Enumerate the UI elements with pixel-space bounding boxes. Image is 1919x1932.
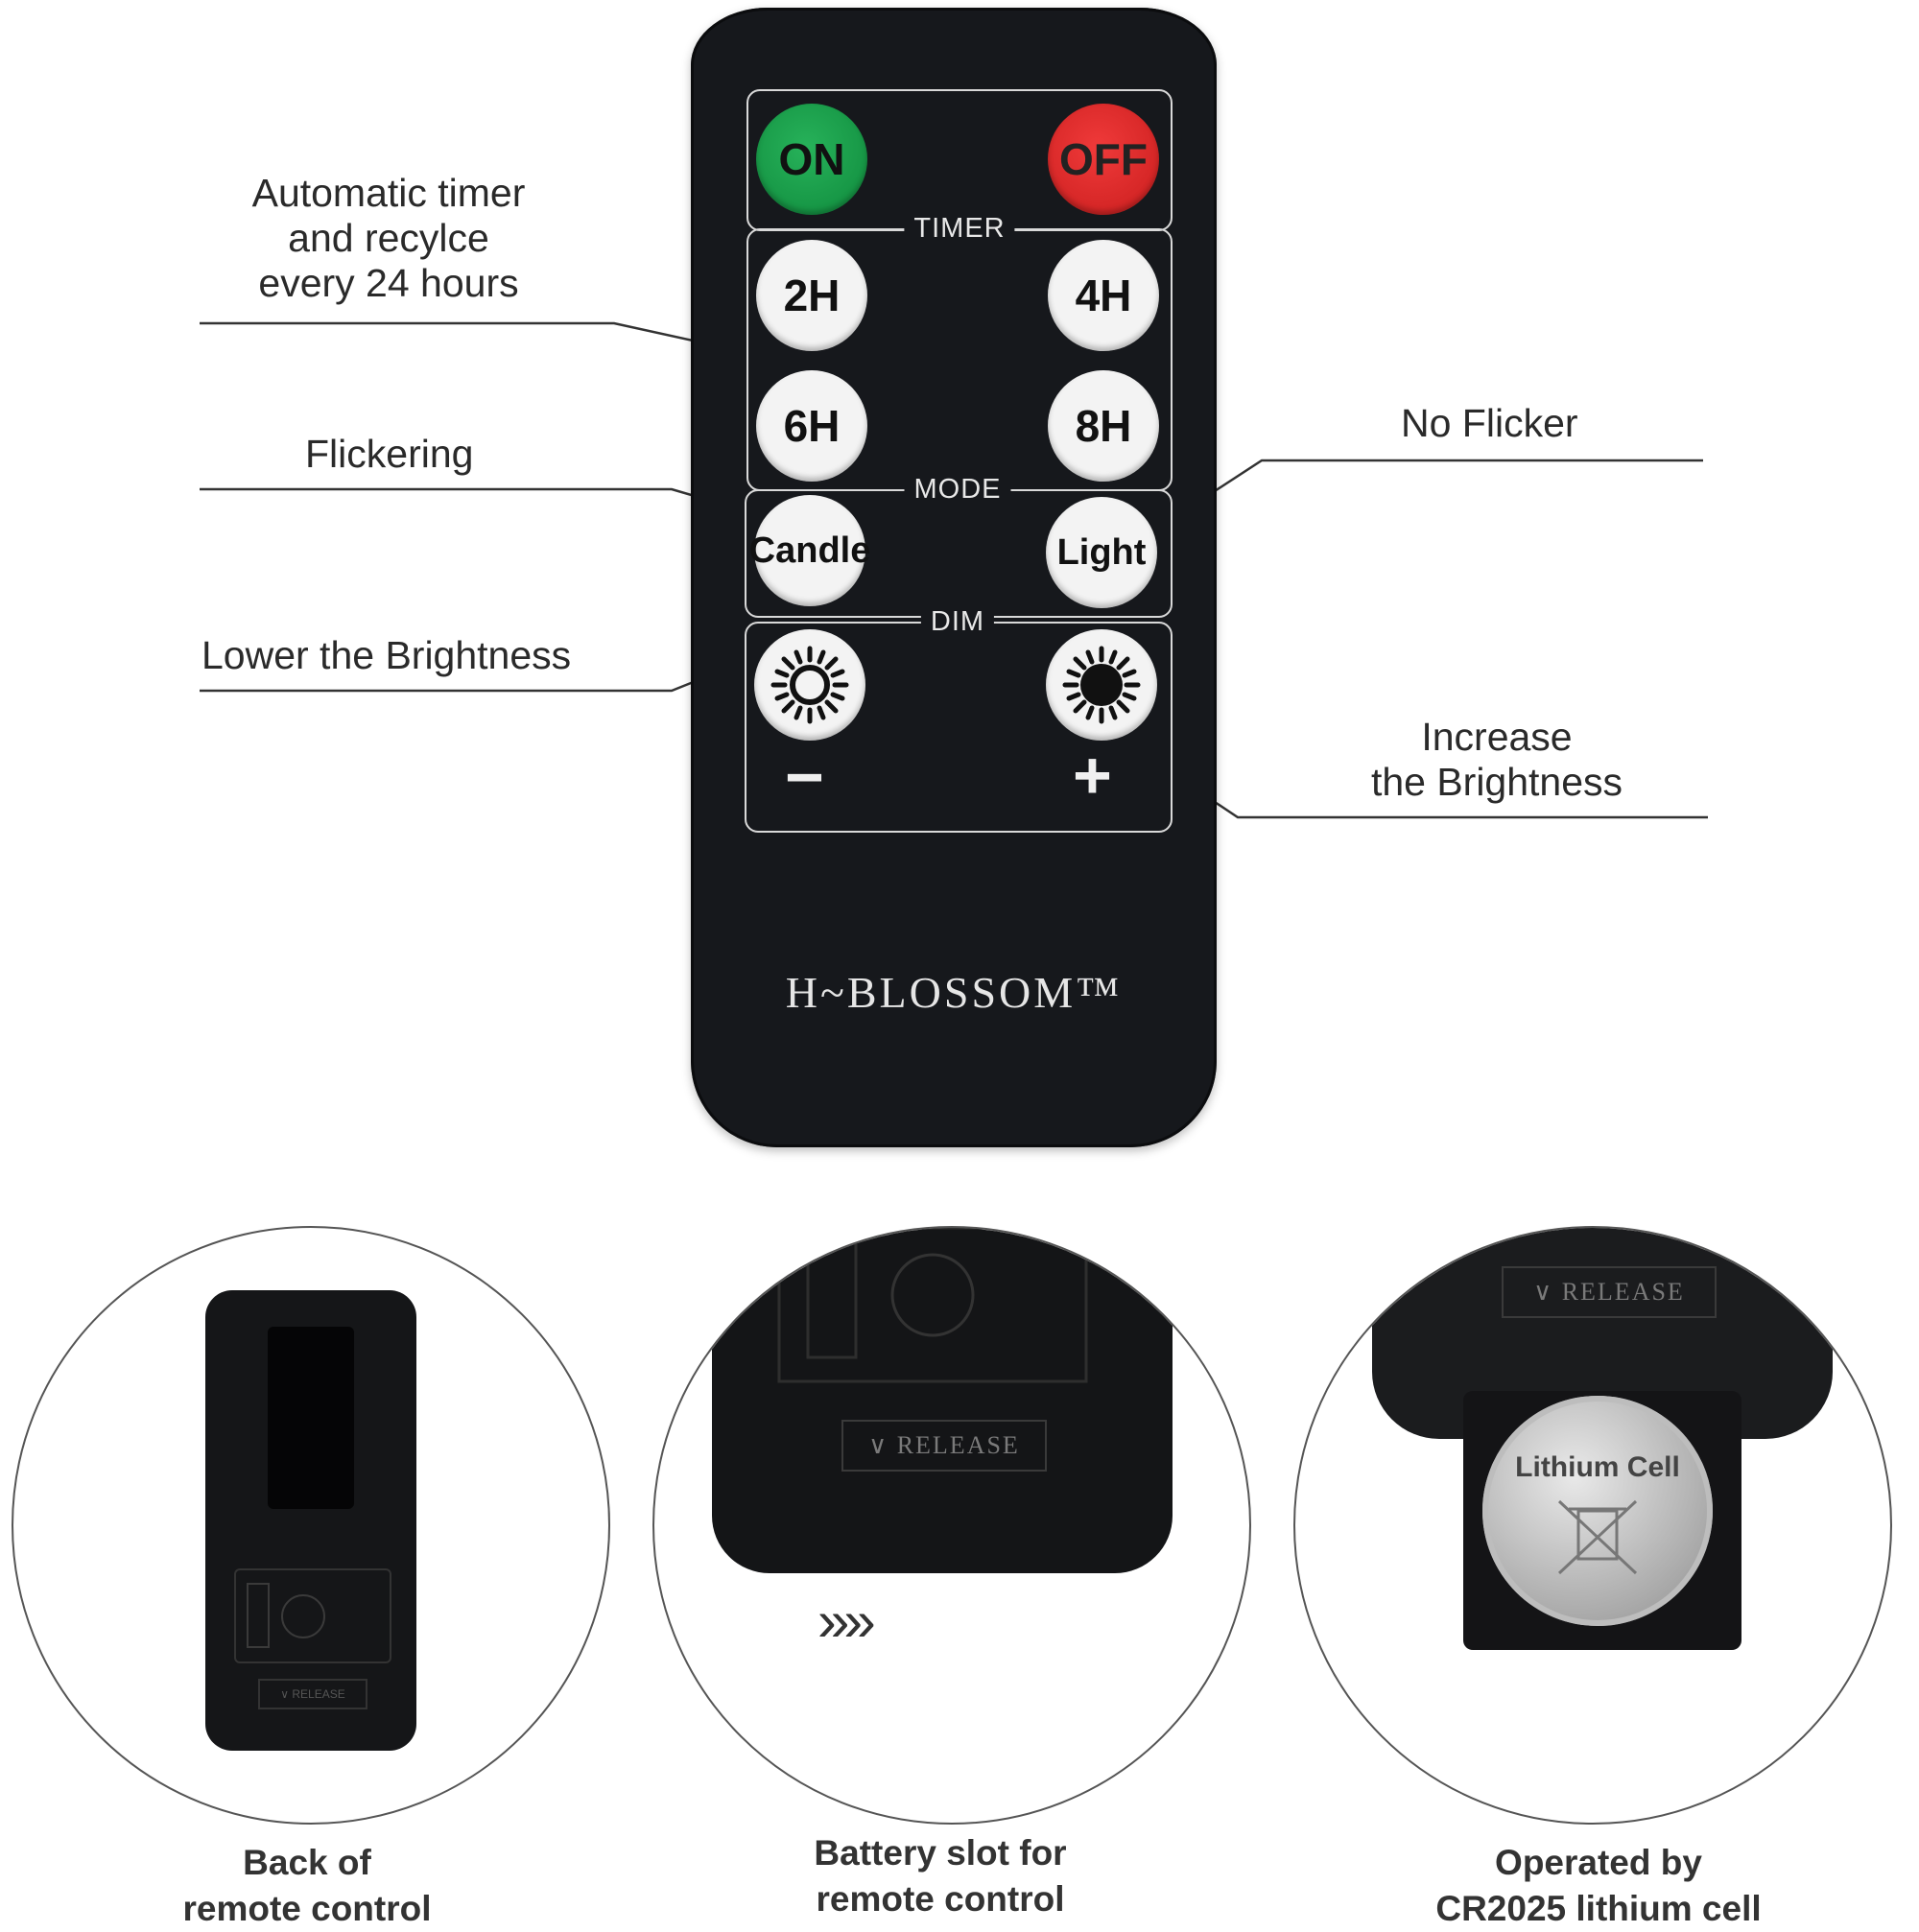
mode-panel: MODE Candle Light (745, 474, 1173, 618)
cover-release-label: ∨ RELEASE (1502, 1266, 1717, 1318)
on-button[interactable]: ON (756, 104, 867, 215)
candle-mode-button[interactable]: Candle (749, 495, 870, 606)
battery-slot-body: ∨ RELEASE (712, 1228, 1173, 1573)
annotation-flickering: Flickering (305, 432, 474, 476)
caption-2-line-1: Battery slot for (814, 1833, 1067, 1873)
timer-label: TIMER (904, 213, 1015, 245)
detail-battery-slot: ∨ RELEASE »» (652, 1226, 1251, 1825)
battery-diagram-plate (234, 1568, 391, 1663)
detail-back-of-remote: ∨ RELEASE (12, 1226, 610, 1825)
caption-battery-slot: Battery slot for remote control (814, 1830, 1066, 1922)
sun-filled-icon (1062, 646, 1141, 724)
recycle-bin-icon (1557, 1499, 1638, 1575)
caption-1-line-1: Back of (243, 1843, 371, 1882)
timer-panel: TIMER 2H 4H 6H 8H (746, 213, 1173, 491)
dim-label: DIM (920, 606, 995, 638)
light-mode-button[interactable]: Light (1046, 497, 1157, 608)
minus-sign: − (785, 740, 824, 814)
remote-back-body: ∨ RELEASE (205, 1290, 416, 1751)
timer-6h-button[interactable]: 6H (756, 370, 867, 482)
sun-outline-icon (770, 646, 849, 724)
slide-arrow-icon: »» (817, 1589, 876, 1653)
annotation-increase-line-1: Increase (1421, 715, 1573, 759)
ir-window (268, 1327, 354, 1509)
dim-up-button[interactable] (1046, 629, 1157, 741)
timer-4h-button[interactable]: 4H (1048, 240, 1159, 351)
timer-8h-button[interactable]: 8H (1048, 370, 1159, 482)
plus-sign: + (1073, 738, 1112, 813)
annotation-increase-line-2: the Brightness (1370, 760, 1623, 804)
annotation-no-flicker: No Flicker (1401, 401, 1578, 445)
coin-cell-label: Lithium Cell (1515, 1451, 1680, 1483)
detail-lithium-cell: ∨ RELEASE Lithium Cell (1293, 1226, 1892, 1825)
coin-cell-battery: Lithium Cell (1482, 1396, 1713, 1626)
power-panel: ON OFF (746, 89, 1173, 231)
timer-2h-button[interactable]: 2H (756, 240, 867, 351)
dim-panel: DIM (745, 606, 1173, 833)
caption-1-line-2: remote control (182, 1889, 432, 1928)
annotation-timer: Automatic timer and recylce every 24 hou… (230, 171, 547, 306)
annotation-lower-brightness: Lower the Brightness (201, 633, 572, 677)
off-button[interactable]: OFF (1048, 104, 1159, 215)
caption-2-line-2: remote control (816, 1879, 1065, 1919)
annotation-timer-line-1: Automatic timer (251, 171, 526, 215)
back-release-label: ∨ RELEASE (258, 1679, 367, 1709)
mode-label: MODE (904, 474, 1011, 506)
battery-diagram-icon (777, 1228, 1088, 1383)
annotation-timer-line-2: and recylce (288, 216, 489, 260)
brand-logo: H~BLOSSOM™ (785, 968, 1123, 1017)
remote-control: ON OFF TIMER 2H 4H 6H 8H MODE Candle Lig… (691, 8, 1217, 1147)
dim-down-button[interactable] (754, 629, 865, 741)
battery-diagram-icon (247, 1583, 325, 1648)
caption-3-line-2: CR2025 lithium cell (1435, 1889, 1762, 1928)
caption-3-line-1: Operated by (1495, 1843, 1702, 1882)
annotation-increase-brightness: Increase the Brightness (1353, 715, 1641, 805)
annotation-timer-line-3: every 24 hours (258, 261, 519, 305)
battery-slot-release-label: ∨ RELEASE (841, 1420, 1047, 1472)
